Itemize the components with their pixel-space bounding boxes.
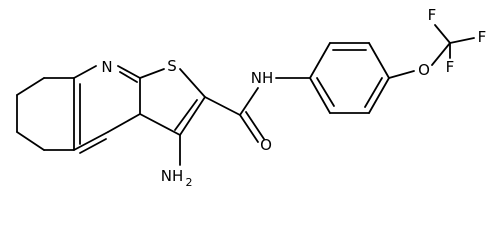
bond [245, 111, 265, 140]
thiophene-ring [139, 68, 206, 136]
bond [239, 114, 259, 143]
atom-label-amino-subscript: 2 [186, 176, 193, 189]
bond [431, 42, 451, 66]
atom-label-f-bottom: F [446, 58, 455, 76]
molecule-structure: N S NH O O NH 2 F F F [16, 6, 487, 189]
bond [73, 65, 97, 79]
atom-label-f-left: F [428, 6, 437, 24]
atom-label-amide-n: NH [251, 69, 274, 87]
bond [139, 113, 181, 136]
cyclohexene-ring [16, 77, 75, 151]
bond [16, 77, 45, 96]
bond [119, 71, 138, 83]
atom-label-f-right: F [478, 28, 487, 46]
bond [316, 77, 335, 107]
carboxamide-group [204, 87, 265, 143]
trifluoromethoxy-group [388, 24, 475, 79]
pyridine-ring [73, 65, 141, 154]
bond [79, 138, 107, 154]
phenyl-ring [275, 42, 390, 114]
bond [117, 65, 141, 79]
atom-label-ether-o: O [418, 61, 430, 79]
bond [434, 24, 451, 44]
bond [139, 68, 165, 79]
bond [107, 113, 141, 133]
bond [179, 96, 206, 136]
bond [388, 70, 415, 79]
atom-label-s-ring: S [167, 57, 177, 75]
bond [309, 77, 331, 114]
bond [239, 87, 259, 116]
bond [16, 131, 45, 151]
atom-label-amide-o: O [260, 136, 272, 154]
bond [179, 68, 206, 98]
bond [309, 42, 331, 79]
bond [449, 37, 475, 44]
atom-label-amino-n: NH [161, 167, 184, 185]
bond [368, 77, 390, 114]
bond [204, 96, 241, 116]
bond [368, 42, 390, 79]
bond [364, 77, 383, 108]
bond [174, 99, 198, 131]
atom-label-n-ring: N [101, 58, 112, 76]
bond [73, 131, 109, 151]
